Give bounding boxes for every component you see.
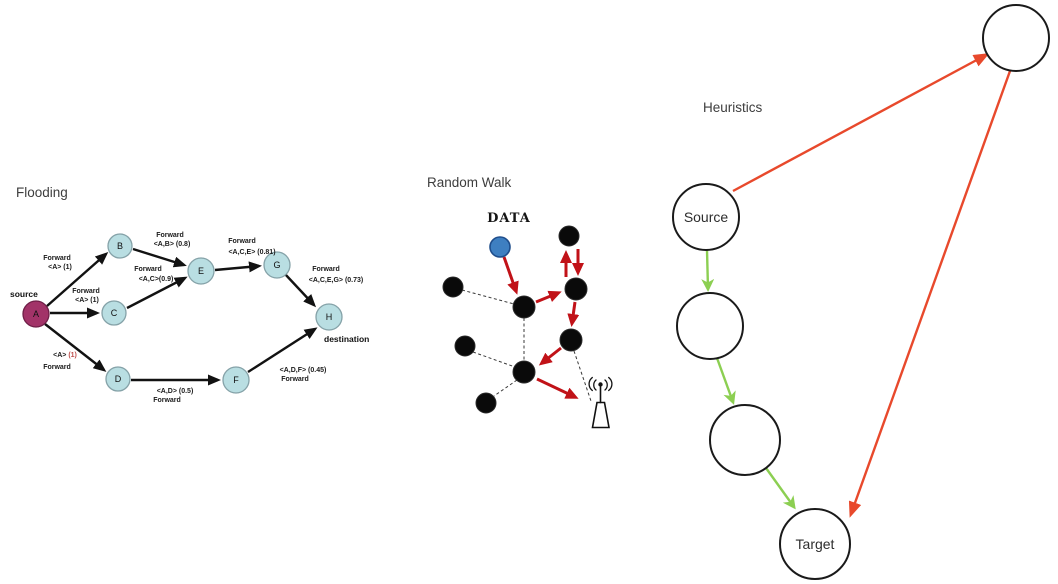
flooding-edge-labels: Forward <A> (1) Forward <A> (1) <A> (1) … [43,232,363,404]
heuristics-red-arrow-top-to-target [848,70,1012,518]
heuristics-diagram: Heuristics Source Target [672,4,1050,580]
edge-label-a-d-2: Forward [43,364,71,371]
edge-label-c-e-1: Forward [134,266,162,273]
rw-node-mid-right [559,328,583,352]
flooding-node-g [263,251,291,279]
flooding-node-d-label: D [115,374,122,384]
flooding-edge-f-h [247,327,318,374]
random-walk-nodes [442,225,588,414]
flooding-nodes: A B C D E F G H [22,233,343,394]
heuristics-green-arrow-2 [715,357,736,405]
heuristics-target-label: Target [796,536,835,552]
dashed-link-1 [461,289,515,305]
flooding-edge-a-d [44,323,107,372]
heuristics-node-top [982,4,1050,72]
flooding-node-a [22,300,50,328]
edge-label-b-e-1: Forward [156,232,184,239]
heuristics-node-3 [709,404,781,476]
heuristics-title: Heuristics [703,100,763,115]
edge-label-f-h-2: Forward [281,376,309,383]
flooding-node-c [101,300,127,326]
flooding-node-b [107,233,133,259]
edge-label-b-e-2: <A,B> (0.8) [154,241,191,248]
walk-arrow-down-2 [567,301,580,327]
rw-node-middle [512,295,536,319]
flooding-node-d [105,366,131,392]
flooding-node-a-label: A [33,309,39,319]
data-label: DATA [487,211,531,226]
flooding-diagram: Flooding A B C D E [10,185,369,404]
base-station-icon [588,376,613,429]
flooding-source-label: source [10,289,38,299]
edge-label-g-h-1: Forward [312,266,340,273]
edge-label-e-g-1: Forward [228,238,256,245]
heuristics-node-2 [676,292,744,360]
rw-node-left-mid [454,335,476,357]
random-walk-title: Random Walk [427,175,512,190]
dashed-link-5 [573,350,592,402]
walk-arrow-to-sink [536,377,579,399]
heuristics-green-arrow-3 [765,467,796,510]
flooding-node-f-label: F [233,375,239,385]
edge-label-c-e-2: <A,C>(0.9) [139,276,174,283]
heuristics-green-arrow-1 [701,249,715,292]
walk-arrow-right [535,290,562,304]
edge-label-d-f-2: Forward [153,397,181,404]
dashed-link-3 [472,351,516,368]
rw-node-left [442,276,464,298]
edge-label-a-c-1: Forward [72,288,100,295]
random-walk-arrows [502,249,584,399]
edge-label-d-f-1: <A,D> (0.5) [157,388,194,395]
heuristics-node-source [672,183,740,251]
edge-label-a-b-2: <A> (1) [48,264,72,271]
flooding-node-f [222,366,250,394]
rw-node-center-bottom [512,360,536,384]
flooding-node-e [187,257,215,285]
flooding-edge-a-b [46,252,109,307]
flooding-destination-label: destination [324,334,369,344]
dashed-link-4 [493,379,518,397]
walk-arrow-down-left [538,346,562,366]
heuristics-node-target [779,508,851,580]
random-walk-dashed-links [461,289,592,402]
data-node [489,236,511,258]
walk-arrow-data-to-node [502,256,519,295]
edge-label-a-d-1: <A> (1) [53,352,77,359]
flooding-node-c-label: C [111,308,118,318]
random-walk-diagram: Random Walk DATA [427,175,613,429]
heuristics-red-arrow-source-to-top [732,53,990,193]
edge-label-a-b-1: Forward [43,255,71,262]
edge-label-f-h-1: <A,D,F> (0.45) [280,367,327,374]
flooding-title: Flooding [16,185,68,200]
rw-node-bottom-left [475,392,497,414]
flooding-node-b-label: B [117,241,123,251]
flooding-node-h-label: H [326,312,333,322]
heuristics-nodes: Source Target [672,4,1050,580]
heuristics-edges [701,53,1012,518]
edge-label-a-c-2: <A> (1) [75,297,99,304]
edge-label-e-g-2: <A,C,E> (0.81) [228,249,275,256]
flooding-node-g-label: G [273,260,280,270]
flooding-node-e-label: E [198,266,204,276]
edge-label-g-h-2: <A,C,E,G> (0.73) [309,277,363,284]
flooding-edge-c-e [126,276,188,310]
flooding-edge-b-e [132,247,187,268]
flooding-node-h [315,303,343,331]
flooding-edge-g-h [284,273,317,308]
flooding-edge-e-g [214,261,262,273]
rw-node-top-right [558,225,580,247]
flooding-edges [44,247,318,386]
rw-node-right [564,277,588,301]
heuristics-source-label: Source [684,209,729,225]
